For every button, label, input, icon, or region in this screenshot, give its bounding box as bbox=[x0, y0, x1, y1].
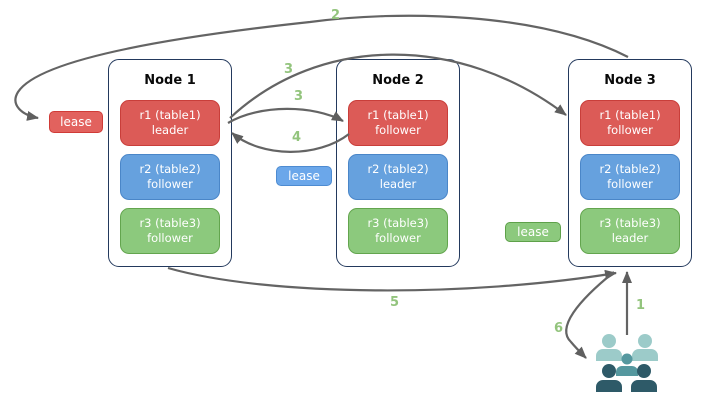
node-1-replica-r2: r2 (table2) follower bbox=[120, 154, 220, 200]
users-icon bbox=[596, 334, 658, 392]
node-3-replica-r1: r1 (table1) follower bbox=[580, 100, 680, 146]
node-1-title: Node 1 bbox=[144, 73, 196, 88]
node-2: Node 2 r1 (table1) follower r2 (table2) … bbox=[336, 59, 460, 267]
lease-badge-table3: lease bbox=[505, 222, 561, 242]
lease-badge-table2: lease bbox=[276, 166, 332, 186]
step-label-1: 1 bbox=[636, 298, 646, 313]
node-3: Node 3 r1 (table1) follower r2 (table2) … bbox=[568, 59, 692, 267]
step-label-4: 4 bbox=[292, 130, 302, 145]
replica-role: follower bbox=[147, 177, 193, 191]
users-middle bbox=[616, 353, 638, 376]
replica-role: follower bbox=[607, 123, 653, 137]
node-3-replicas: r1 (table1) follower r2 (table2) followe… bbox=[569, 100, 691, 254]
node-3-title: Node 3 bbox=[604, 73, 656, 88]
step-label-6: 6 bbox=[554, 321, 564, 336]
replica-name: r1 (table1) bbox=[139, 107, 201, 122]
arrow-3-node1r1-to-node2r1 bbox=[227, 107, 344, 124]
replica-role: leader bbox=[151, 123, 189, 137]
replica-name: r1 (table1) bbox=[367, 107, 429, 122]
replica-role: follower bbox=[375, 231, 421, 245]
replica-name: r2 (table2) bbox=[599, 161, 661, 176]
node-1-replica-r3: r3 (table3) follower bbox=[120, 208, 220, 254]
node-3-replica-r3: r3 (table3) leader bbox=[580, 208, 680, 254]
node-1: Node 1 r1 (table1) leader r2 (table2) fo… bbox=[108, 59, 232, 267]
arrow-5-node1-to-node3 bbox=[167, 266, 617, 292]
node-2-replica-r1: r1 (table1) follower bbox=[348, 100, 448, 146]
replica-name: r2 (table2) bbox=[139, 161, 201, 176]
replica-name: r2 (table2) bbox=[367, 161, 429, 176]
node-2-replicas: r1 (table1) follower r2 (table2) leader … bbox=[337, 100, 459, 254]
replica-name: r3 (table3) bbox=[139, 215, 201, 230]
step-label-3a: 3 bbox=[284, 62, 294, 77]
replica-name: r3 (table3) bbox=[599, 215, 661, 230]
replica-role: follower bbox=[375, 123, 421, 137]
replica-name: r1 (table1) bbox=[599, 107, 661, 122]
node-2-replica-r2: r2 (table2) leader bbox=[348, 154, 448, 200]
replica-role: leader bbox=[611, 231, 649, 245]
step-label-5: 5 bbox=[390, 295, 400, 310]
node-3-replica-r2: r2 (table2) follower bbox=[580, 154, 680, 200]
step-label-3b: 3 bbox=[294, 89, 304, 104]
step-label-2: 2 bbox=[331, 8, 341, 23]
lease-badge-table1: lease bbox=[49, 111, 103, 133]
arrow-4-node2r1-to-node1r1 bbox=[231, 132, 350, 153]
node-1-replica-r1: r1 (table1) leader bbox=[120, 100, 220, 146]
replica-name: r3 (table3) bbox=[367, 215, 429, 230]
replica-role: follower bbox=[607, 177, 653, 191]
users-front-row bbox=[596, 364, 657, 392]
replica-role: leader bbox=[379, 177, 417, 191]
node-2-replica-r3: r3 (table3) follower bbox=[348, 208, 448, 254]
replica-role: follower bbox=[147, 231, 193, 245]
node-1-replicas: r1 (table1) leader r2 (table2) follower … bbox=[109, 100, 231, 254]
node-2-title: Node 2 bbox=[372, 73, 424, 88]
